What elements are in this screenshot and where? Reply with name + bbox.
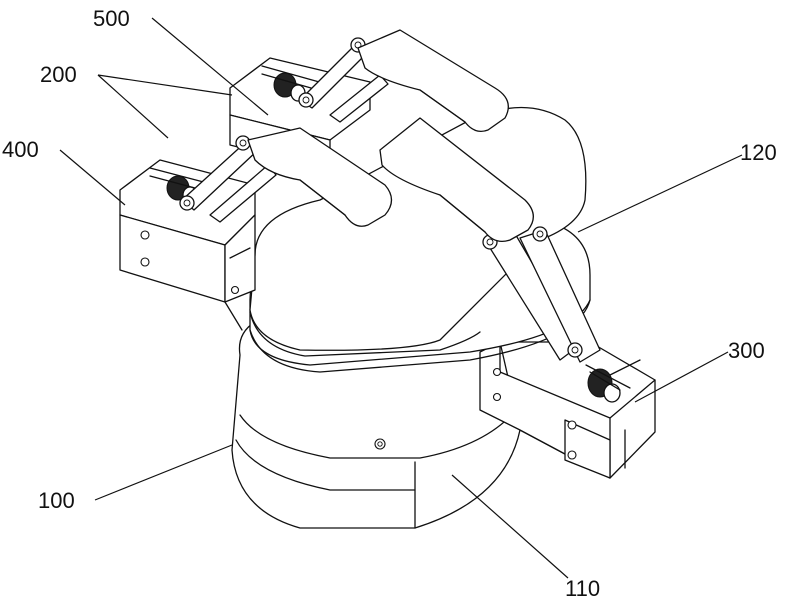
leader-300 [634, 351, 729, 403]
leader-200b [97, 74, 169, 139]
finger-levers [247, 29, 534, 243]
right-finger-block [479, 341, 656, 479]
leader-110 [451, 474, 569, 579]
label-110: 110 [565, 576, 600, 601]
label-500: 500 [93, 6, 130, 31]
leader-lines [59, 17, 743, 579]
leader-120 [577, 154, 743, 233]
label-300: 300 [728, 338, 765, 363]
label-100: 100 [38, 488, 75, 513]
reference-labels: 500 200 400 120 300 100 110 [2, 6, 777, 601]
leader-100 [94, 444, 233, 501]
label-200: 200 [40, 62, 77, 87]
leader-200a [97, 74, 233, 96]
linkages [179, 37, 601, 363]
leader-400 [59, 149, 126, 206]
label-120: 120 [740, 140, 777, 165]
label-400: 400 [2, 137, 39, 162]
left-finger-block [119, 159, 256, 331]
leader-500 [151, 17, 269, 116]
